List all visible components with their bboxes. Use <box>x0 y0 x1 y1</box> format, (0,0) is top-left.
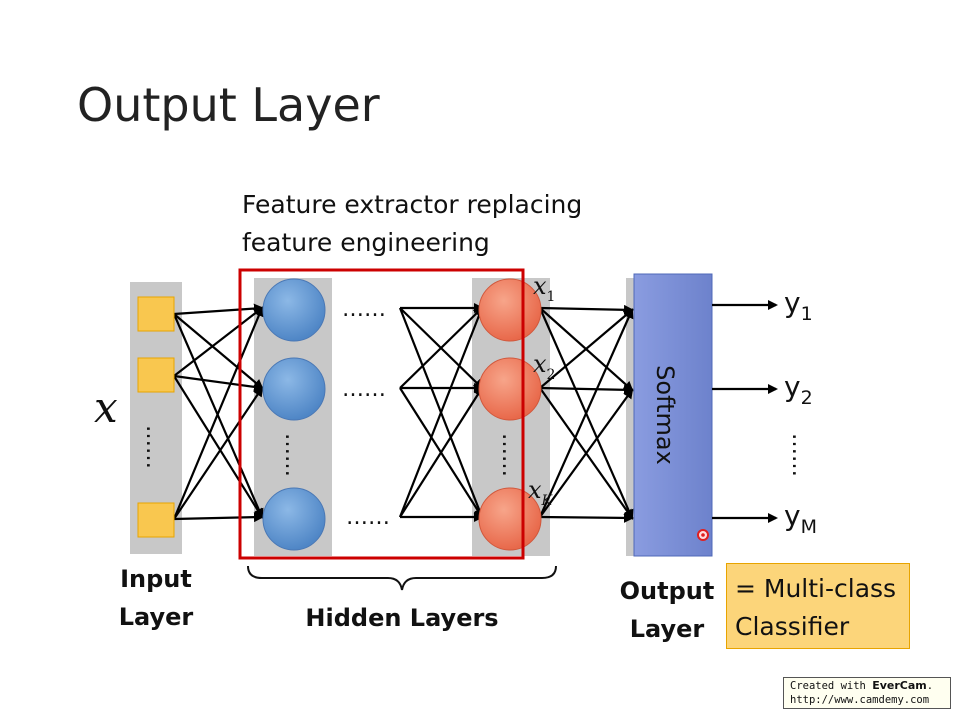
input-layer-label-line-1: Input <box>120 565 192 593</box>
feature-label-2: x2 <box>533 350 555 383</box>
hidden-dots-2: …… <box>342 377 386 402</box>
classifier-note-line-2: Classifier <box>735 612 850 641</box>
output-layer-label: Output Layer <box>612 572 722 648</box>
output-vdots: …… <box>787 433 812 477</box>
output-label-3: yM <box>784 499 817 538</box>
input-node-1 <box>137 296 175 332</box>
watermark-prefix: Created with <box>790 680 873 692</box>
input-layer-label-line-2: Layer <box>118 603 194 631</box>
hidden-dots-3: …… <box>346 505 390 530</box>
connections-hidden-softmax <box>538 304 634 523</box>
input-layer-label: Input Layer <box>112 560 200 636</box>
input-node-2 <box>137 357 175 393</box>
output-label-1: y1 <box>784 286 813 325</box>
watermark-url[interactable]: http://www.camdemy.com <box>790 694 930 706</box>
output-arrows <box>712 300 778 523</box>
feature-node-1 <box>478 278 542 342</box>
subtitle-line-2: feature engineering <box>242 228 490 257</box>
connections-input-hidden <box>172 303 264 523</box>
classifier-note: = Multi-class Classifier <box>726 563 910 649</box>
hidden-vdots-2: …… <box>497 433 522 477</box>
feature-extractor-highlight <box>238 268 525 560</box>
feature-node-3 <box>478 487 542 551</box>
subtitle-line-1: Feature extractor replacing <box>242 190 583 219</box>
hidden-layers-brace <box>247 565 557 591</box>
evercam-watermark[interactable]: Created with EverCam. http://www.camdemy… <box>783 677 951 709</box>
watermark-line-1: Created with EverCam. <box>790 679 944 693</box>
output-layer-label-line-1: Output <box>619 577 715 605</box>
feature-label-3: xK <box>528 476 554 509</box>
feature-label-1: x1 <box>533 272 555 305</box>
connections-hidden-hidden <box>398 303 484 522</box>
watermark-brand: EverCam <box>872 679 927 692</box>
classifier-note-line-1: = Multi-class <box>735 574 897 603</box>
hidden-node-1 <box>262 278 326 342</box>
hidden-node-2 <box>262 357 326 421</box>
hidden-vdots-1: …… <box>280 433 305 477</box>
input-vdots: …… <box>141 425 166 469</box>
hidden-dots-1: …… <box>342 297 386 322</box>
input-node-3 <box>137 502 175 538</box>
feature-node-2 <box>478 357 542 421</box>
input-symbol: x <box>94 383 118 432</box>
softmax-label: Softmax <box>651 365 679 465</box>
softmax-block <box>633 273 713 557</box>
slide-title: Output Layer <box>77 78 380 132</box>
subtitle: Feature extractor replacing feature engi… <box>242 186 582 262</box>
hidden-layers-label: Hidden Layers <box>305 604 499 632</box>
cursor-indicator-center <box>701 533 705 537</box>
output-layer-label-line-2: Layer <box>629 615 705 643</box>
hidden-node-3 <box>262 487 326 551</box>
output-label-2: y2 <box>784 370 813 409</box>
watermark-suffix: . <box>926 680 934 692</box>
